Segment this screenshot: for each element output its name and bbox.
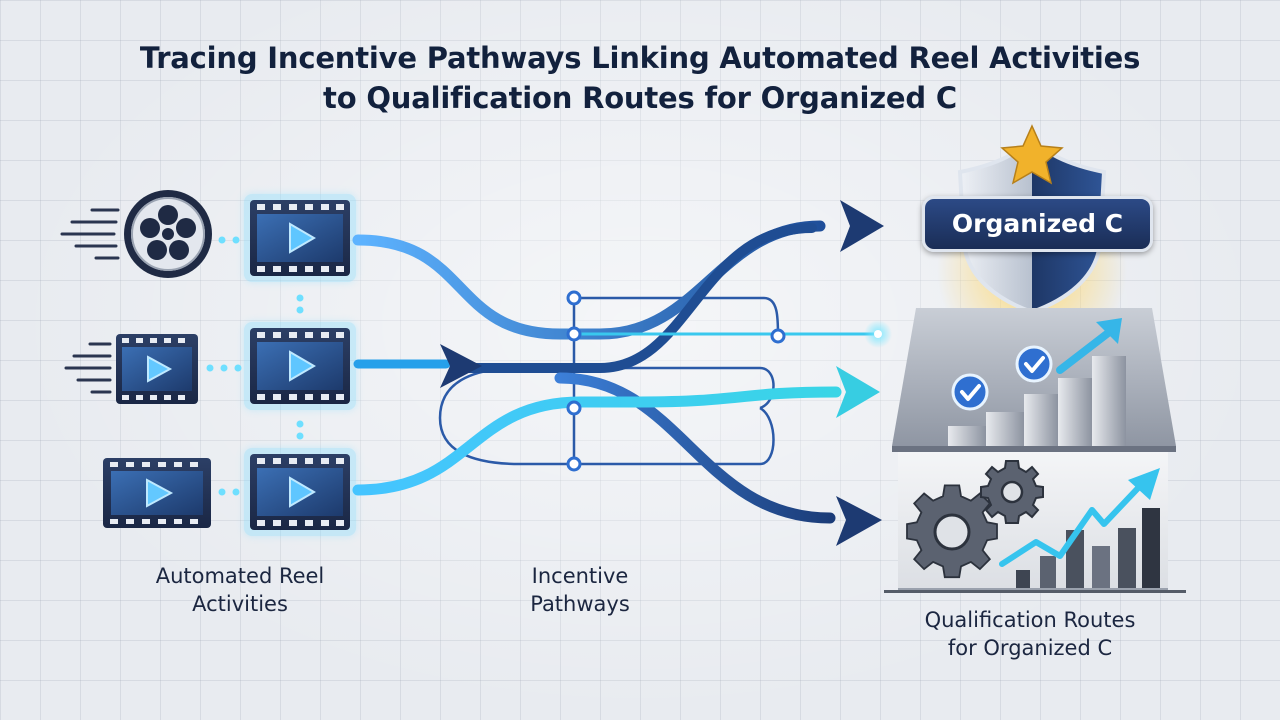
organized-c-badge: Organized C	[922, 196, 1153, 252]
pathway-top-navy	[455, 223, 817, 373]
video-play-icon	[103, 458, 211, 528]
check-circle-icon	[951, 373, 989, 411]
pathway-nodes	[566, 290, 786, 472]
label-incentive-pathways: Incentive Pathways	[480, 562, 680, 618]
pathway-lower-navy	[554, 372, 836, 524]
label-automated-reel-activities: Automated Reel Activities	[120, 562, 360, 618]
video-frame-bottom	[244, 448, 356, 536]
video-play-icon	[116, 334, 198, 404]
arrowhead-top	[840, 200, 884, 252]
label-right-line-2: for Organized C	[947, 636, 1113, 660]
check-circle-icon	[1015, 345, 1053, 383]
dotted-connectors	[206, 236, 304, 496]
pathway-bottom-cyan	[352, 386, 842, 496]
title-line-1: Tracing Incentive Pathways Linking Autom…	[139, 41, 1141, 75]
gear-icon	[980, 460, 1044, 524]
label-middle-line-1: Incentive	[531, 564, 629, 588]
growth-chart-icon	[999, 468, 1160, 588]
speed-lines-top	[60, 208, 120, 260]
arrowhead-middle	[440, 344, 482, 388]
label-left-line-2: Activities	[192, 592, 288, 616]
arrowhead-cyan	[836, 366, 880, 418]
page-title: Tracing Incentive Pathways Linking Autom…	[0, 38, 1280, 118]
title-line-2: to Qualification Routes for Organized C	[323, 81, 957, 115]
video-frame-top	[244, 194, 356, 282]
growth-steps	[948, 356, 1126, 446]
video-frame-middle	[244, 322, 356, 410]
pathway-thin-loop	[438, 296, 780, 466]
growth-arrow-upper	[1056, 326, 1116, 374]
label-right-line-1: Qualification Routes	[924, 608, 1136, 632]
glow-node-core	[874, 330, 882, 338]
label-middle-line-2: Pathways	[530, 592, 630, 616]
film-reel-icon	[124, 190, 212, 278]
speed-lines-middle	[64, 342, 112, 394]
label-left-line-1: Automated Reel	[155, 564, 325, 588]
arrowhead-bottom	[836, 496, 882, 546]
growth-arrowhead-upper	[1096, 318, 1122, 344]
gear-icon	[906, 484, 998, 579]
label-qualification-routes: Qualification Routes for Organized C	[880, 606, 1180, 662]
